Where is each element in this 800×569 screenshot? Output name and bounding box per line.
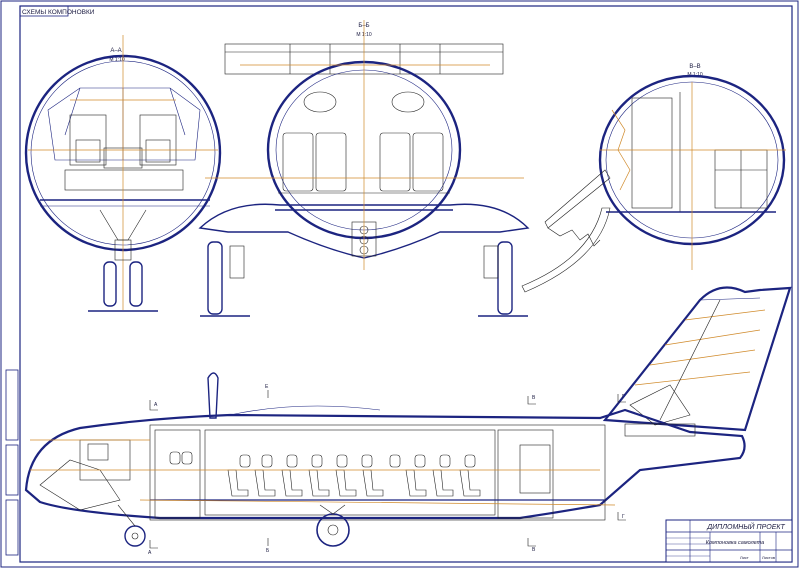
section-vv-title: В–В <box>689 64 700 70</box>
section-aa-view: А–А М 1:10 <box>24 35 222 312</box>
cut-mark-g-top: Г <box>622 394 625 400</box>
title-project: ДИПЛОМНЫЙ ПРОЕКТ <box>706 522 785 531</box>
title-sheets: Листов <box>762 555 775 560</box>
cut-mark-a-bottom: А <box>148 550 152 556</box>
header-tag-box <box>19 5 69 17</box>
cut-mark-v-top: В <box>532 395 536 401</box>
header-tag: СХЕМЫ КОМПОНОВКИ <box>22 9 95 16</box>
section-aa-title: А–А <box>110 48 121 54</box>
sheet-inner-frame <box>19 5 793 563</box>
side-view <box>24 286 792 547</box>
section-bb-view: Б–Б М 1:10 <box>198 20 530 317</box>
propeller-blade <box>207 372 219 419</box>
cut-mark-g-bottom: Г <box>622 514 625 520</box>
title-sheet: Лист <box>740 555 749 560</box>
cabin-windows <box>169 451 476 468</box>
left-margin-strips <box>5 369 19 556</box>
section-aa-scale: М 1:10 <box>109 57 125 63</box>
title-subject: Компоновка самолета <box>706 540 765 546</box>
cut-mark-v-bottom: В <box>532 547 536 553</box>
title-block: ДИПЛОМНЫЙ ПРОЕКТ Компоновка самолета Лис… <box>665 519 793 563</box>
cut-mark-b-bottom: Б <box>266 548 270 554</box>
cut-mark-a-top: А <box>154 402 158 408</box>
cut-mark-e: Е <box>265 384 269 390</box>
section-vv-view: В–В М 1:10 <box>521 64 786 293</box>
section-cut-markers: А А Е Б В В Г Г <box>148 384 626 556</box>
